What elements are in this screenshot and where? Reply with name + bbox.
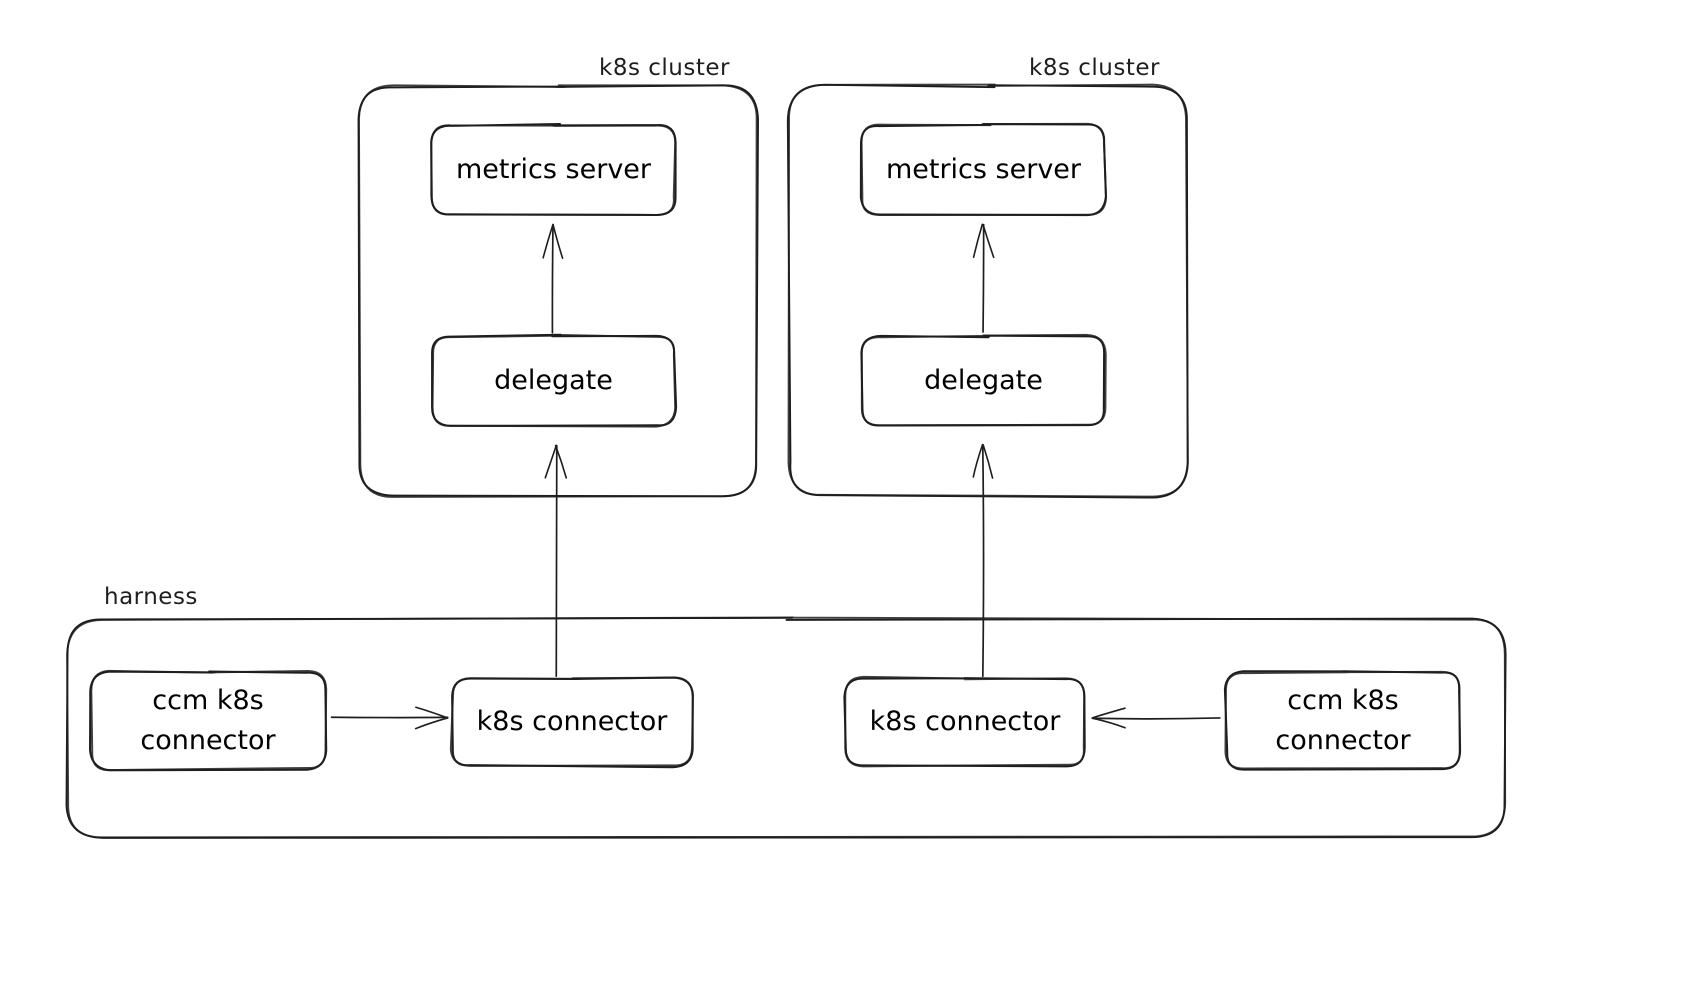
edge-edge-ccm-to-k8s-connector-right-shaft [1091,717,1221,720]
node-label-k8s-connector-left: k8s connector [477,705,668,739]
node-metrics-server-left [430,122,677,216]
edge-edge-k8s-connector-to-delegate-right-head [982,444,994,479]
edge-edge-delegate-to-metrics-right-head [972,223,984,258]
node-ccm-k8s-connector-right [1223,670,1462,771]
node-label-line: metrics server [885,154,1082,185]
node-delegate-right [860,333,1107,427]
node-label-metrics-server-left: metrics server [456,153,651,187]
edge-edge-k8s-connector-to-delegate-left-head [544,444,558,479]
edge-edge-delegate-to-metrics-left-head [542,224,554,259]
edge-edge-ccm-to-k8s-connector-right [1091,707,1221,729]
edge-edge-k8s-connector-to-delegate-left-shaft [555,444,558,678]
edge-edge-k8s-connector-to-delegate-left [544,444,568,678]
node-k8s-connector-left-stroke [449,676,694,767]
container-cluster-right-stroke [787,83,1189,498]
node-k8s-connector-left[interactable]: k8s connector [452,678,692,766]
container-harness [65,616,1507,839]
node-label-ccm-k8s-connector-left: ccm k8s connector [140,681,275,761]
container-harness-stroke [66,616,1507,839]
node-metrics-server-left-stroke [430,124,677,216]
edge-edge-delegate-to-metrics-left [542,223,564,334]
node-ccm-k8s-connector-left [89,669,328,772]
node-label-line: ccm k8s [1287,684,1399,716]
node-k8s-connector-right-stroke [844,675,1086,768]
edge-edge-k8s-connector-to-delegate-right [972,443,994,678]
node-label-delegate-left: delegate [494,364,613,398]
edge-edge-ccm-to-k8s-connector-right-head [1091,707,1126,719]
node-label-k8s-connector-right: k8s connector [870,705,1061,739]
edge-edge-k8s-connector-to-delegate-right-head [972,443,984,478]
edge-edge-ccm-to-k8s-connector-left-head [414,717,449,730]
node-label-metrics-server-right: metrics server [886,153,1081,187]
node-ccm-k8s-connector-left[interactable]: ccm k8s connector [91,672,325,769]
edge-edge-k8s-connector-to-delegate-left-head [554,444,568,479]
node-ccm-k8s-connector-right[interactable]: ccm k8s connector [1226,672,1460,769]
edge-edge-delegate-to-metrics-right-head [982,224,995,259]
node-delegate-right-stroke [860,333,1107,427]
node-label-line: k8s connector [869,706,1061,737]
node-label-ccm-k8s-connector-right: ccm k8s connector [1275,681,1410,761]
edge-edge-ccm-to-k8s-connector-right-head [1091,717,1126,729]
node-delegate-left [431,333,678,428]
edge-edge-ccm-to-k8s-connector-left-head [415,706,449,719]
node-label-line: connector [140,724,276,756]
node-label-line: metrics server [455,154,652,185]
node-delegate-left[interactable]: delegate [432,336,675,426]
container-cluster-right [786,83,1189,499]
container-label-cluster-right: k8s cluster [1029,55,1160,81]
edge-edge-delegate-to-metrics-right-shaft [982,223,985,333]
node-metrics-server-right[interactable]: metrics server [862,125,1105,215]
node-ccm-k8s-connector-left-stroke [90,669,328,772]
node-metrics-server-right [859,122,1108,217]
node-delegate-right[interactable]: delegate [862,336,1105,426]
node-k8s-connector-right[interactable]: k8s connector [845,678,1085,766]
edge-edge-delegate-to-metrics-left-shaft [551,223,554,334]
node-label-line: connector [1275,724,1411,756]
node-k8s-connector-left [449,676,694,769]
container-label-cluster-left: k8s cluster [599,55,730,81]
container-label-harness: harness [104,584,198,610]
node-delegate-left-stroke [431,333,677,428]
node-metrics-server-left[interactable]: metrics server [432,125,675,215]
node-label-line: k8s connector [476,706,668,737]
edge-edge-ccm-to-k8s-connector-left [330,706,449,730]
node-ccm-k8s-connector-right-stroke [1224,670,1461,770]
node-metrics-server-right-stroke [860,122,1108,216]
edge-edge-delegate-to-metrics-right [972,223,995,333]
node-label-delegate-right: delegate [924,364,1043,398]
node-label-line: ccm k8s [152,684,264,716]
edge-edge-delegate-to-metrics-left-head [552,223,564,259]
node-label-line: delegate [494,365,613,396]
edge-edge-k8s-connector-to-delegate-right-shaft [981,444,985,678]
node-k8s-connector-right [843,675,1086,768]
node-label-line: delegate [924,365,1043,396]
